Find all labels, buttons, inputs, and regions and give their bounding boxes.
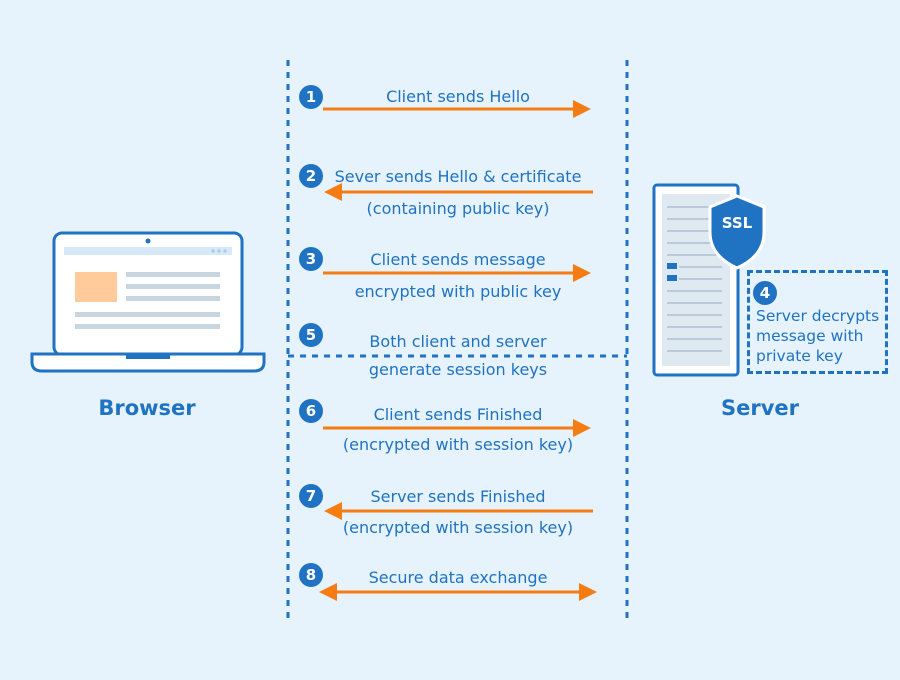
step-6-badge: 6 <box>299 399 323 423</box>
step-6-label-line1: Client sends Finished <box>373 405 543 424</box>
step-3-badge: 3 <box>299 247 323 271</box>
laptop-icon <box>30 231 266 373</box>
step-1-label: Client sends Hello <box>386 87 530 106</box>
step-7-label-line1: Server sends Finished <box>370 487 546 506</box>
browser-label: Browser <box>98 396 196 420</box>
step-4-badge: 4 <box>753 281 777 305</box>
server-label: Server <box>720 396 799 420</box>
step-4-label-line1: Server decrypts <box>756 307 880 325</box>
step-6-label-line2: (encrypted with session key) <box>342 435 574 454</box>
step-7-label-line2: (encrypted with session key) <box>342 518 574 537</box>
step-8-badge: 8 <box>299 563 323 587</box>
step-3-label-line2: encrypted with public key <box>354 282 562 301</box>
step-2-badge: 2 <box>299 164 323 188</box>
step-8-label: Secure data exchange <box>368 568 548 587</box>
step-5-label-line1: Both client and server <box>369 332 547 351</box>
step-5-label-line2: generate session keys <box>368 360 548 379</box>
step-7-badge: 7 <box>299 484 323 508</box>
step-2-label-line2: (containing public key) <box>366 199 550 218</box>
step-3-label-line1: Client sends message <box>370 250 546 269</box>
step-5-badge: 5 <box>299 323 323 347</box>
step-4-label-line3: private key <box>756 347 843 365</box>
step-1-badge: 1 <box>299 85 323 109</box>
step-2-label-line1: Sever sends Hello & certificate <box>334 167 582 186</box>
server-decrypt-note <box>747 270 888 374</box>
ssl-shield-icon <box>708 194 766 270</box>
step-4-label-line2: message with <box>756 327 864 345</box>
ssl-badge-text: SSL <box>721 214 753 232</box>
step-4-label: Server decrypts message with private key <box>756 306 879 366</box>
